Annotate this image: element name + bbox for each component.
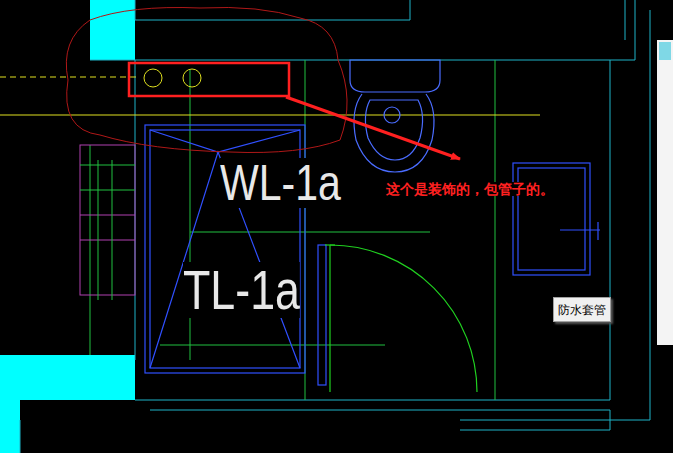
pipe-label: WL-1a (220, 158, 341, 208)
annotation-note: 这个是装饰的，包管子的。 (386, 182, 554, 196)
tooltip-box: 防水套管 (553, 297, 611, 322)
pipe-label: TL-1a (183, 262, 300, 318)
tooltip-text: 防水套管 (558, 303, 606, 317)
